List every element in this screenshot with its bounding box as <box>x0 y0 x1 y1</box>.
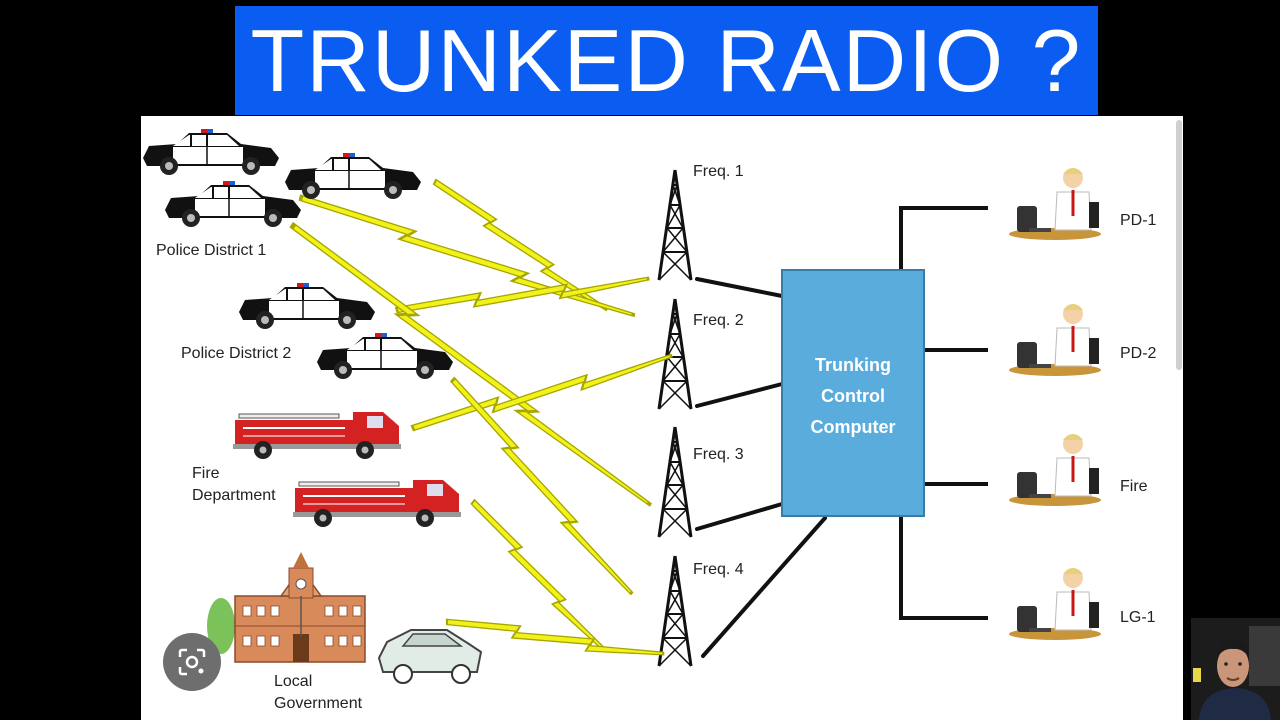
dispatcher-links <box>899 206 988 620</box>
label-police-district-1: Police District 1 <box>156 242 267 259</box>
lens-glyph <box>178 648 206 676</box>
trunking-control-computer <box>781 269 925 517</box>
radio-tower-2-icon <box>657 297 693 411</box>
trunked-radio-diagram: Police District 1 Police District 2 Fire… <box>141 116 1183 720</box>
label-dispatcher-lg1: LG-1 <box>1120 609 1156 626</box>
lightning-bolt-icon <box>447 499 632 653</box>
label-freq-2: Freq. 2 <box>693 312 744 329</box>
dispatcher-icon <box>1007 166 1103 242</box>
controller-line-3: Computer <box>810 416 896 437</box>
dispatcher-icon <box>1007 566 1103 642</box>
label-police-district-2: Police District 2 <box>181 345 292 362</box>
lightning-bolt-icon <box>410 316 673 467</box>
label-dispatcher-pd1: PD-1 <box>1120 212 1157 229</box>
fire-truck-icon <box>292 479 462 528</box>
police-car-icon <box>142 128 280 176</box>
police-car-icon <box>164 180 302 228</box>
label-local-line1: Local <box>274 673 313 690</box>
diagram-canvas <box>142 128 1103 684</box>
tower-links <box>695 277 827 658</box>
radio-tower-3-icon <box>657 425 693 539</box>
sedan-car-icon <box>377 629 483 684</box>
panel-scrollbar[interactable] <box>1176 120 1182 370</box>
presenter-webcam <box>1191 618 1280 720</box>
image-search-icon[interactable] <box>163 633 221 691</box>
dispatcher-icon <box>1007 432 1103 508</box>
controller-line-1: Trunking <box>815 354 891 375</box>
lightning-bolt-icon <box>395 237 650 350</box>
dispatcher-icon <box>1007 302 1103 378</box>
controller-label: Trunking Control Computer <box>782 274 924 518</box>
radio-tower-4-icon <box>657 554 693 668</box>
label-local-line2: Government <box>274 695 363 712</box>
page-title: TRUNKED RADIO ? <box>250 10 1083 110</box>
fire-truck-icon <box>232 411 402 460</box>
label-dispatcher-fire: Fire <box>1120 478 1148 495</box>
label-dispatcher-pd2: PD-2 <box>1120 345 1157 362</box>
presenter-avatar <box>1191 618 1280 720</box>
title-banner: TRUNKED RADIO ? <box>235 6 1098 115</box>
police-car-icon <box>238 282 376 330</box>
police-car-icon <box>284 152 422 200</box>
radio-tower-1-icon <box>657 168 693 282</box>
label-freq-4: Freq. 4 <box>693 561 744 578</box>
label-fire-line1: Fire <box>192 465 220 482</box>
label-freq-1: Freq. 1 <box>693 163 744 180</box>
controller-line-2: Control <box>821 385 885 406</box>
label-freq-3: Freq. 3 <box>693 446 744 463</box>
label-fire-line2: Department <box>192 487 276 504</box>
government-building-icon <box>207 552 366 663</box>
